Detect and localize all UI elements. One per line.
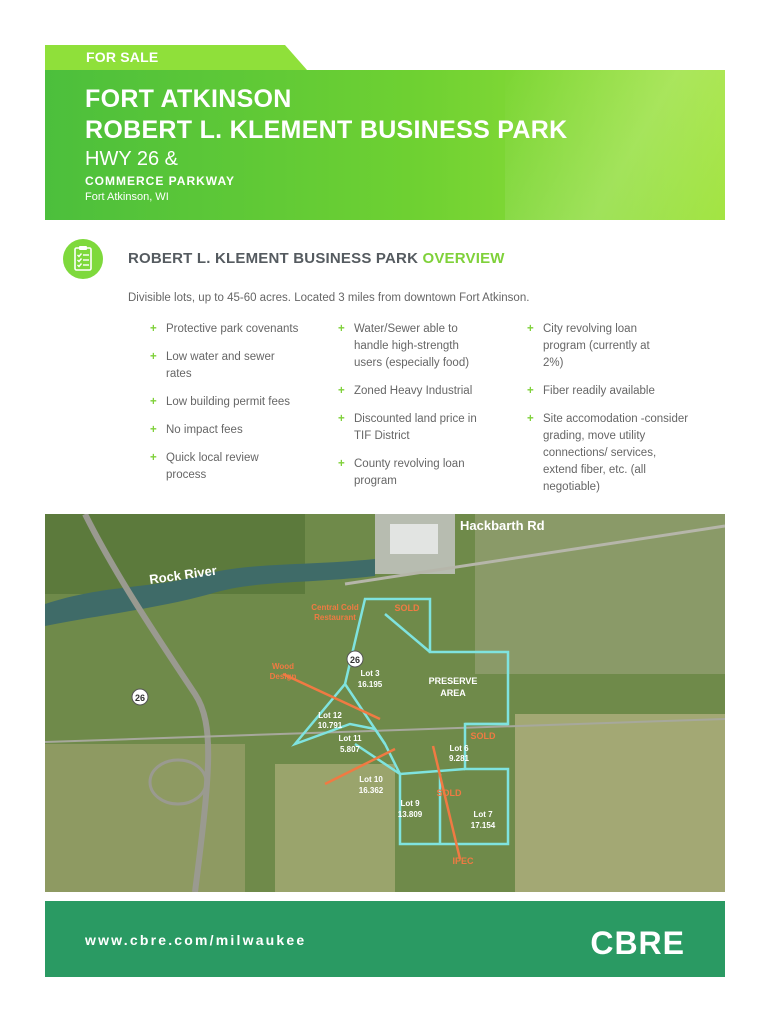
lot6-name: Lot 6 <box>449 744 469 753</box>
list-item: +Low water and sewer rates <box>150 351 275 380</box>
for-sale-label: FOR SALE <box>86 49 159 65</box>
wood-label: Wood <box>272 662 294 671</box>
plus-icon: + <box>150 424 157 436</box>
list-item: +Fiber readily available <box>527 383 687 400</box>
central-cold-label: Central Cold <box>311 603 359 612</box>
hwy-26-shield-marker <box>346 650 364 668</box>
lot-divider <box>343 683 387 745</box>
overview-title-accent: OVERVIEW <box>422 250 505 267</box>
pointer-arrows <box>282 672 462 860</box>
plus-icon: + <box>338 458 345 470</box>
lot11-name: Lot 11 <box>338 734 362 743</box>
features-column-3: +City revolving loan program (currently … <box>527 321 688 496</box>
lot7-acres: 17.154 <box>471 821 496 830</box>
features-column-2: +Water/Sewer able to handle high-strengt… <box>338 321 498 490</box>
sold-label-b: SOLD <box>470 731 496 741</box>
footer-bar: www.cbre.com/milwaukee CBRE <box>45 901 725 977</box>
for-sale-banner: FOR SALE <box>45 45 307 70</box>
farm-field <box>515 714 725 892</box>
checklist-icon <box>63 239 103 279</box>
overview-title: ROBERT L. KLEMENT BUSINESS PARK OVERVIEW <box>128 250 505 267</box>
hackbarth-rd-label: Hackbarth Rd <box>460 518 545 533</box>
list-item: +Quick local review process <box>150 452 259 481</box>
list-item: +County revolving loan program <box>338 458 465 487</box>
plus-icon: + <box>338 413 345 425</box>
subtitle-commerce-parkway: COMMERCE PARKWAY <box>85 174 236 188</box>
lot10-name: Lot 10 <box>359 775 383 784</box>
list-item: +Discounted land price in TIF District <box>338 413 477 442</box>
arrow-ipec <box>431 745 462 860</box>
location-text: Fort Atkinson, WI <box>85 191 169 203</box>
plus-icon: + <box>338 323 345 335</box>
lot12-acres: 10.791 <box>318 721 343 730</box>
overview-title-main: ROBERT L. KLEMENT BUSINESS PARK <box>128 250 423 267</box>
highway-26-road <box>82 514 212 892</box>
lot9-acres: 13.809 <box>398 810 423 819</box>
hackbarth-road <box>344 524 725 586</box>
plus-icon: + <box>150 351 157 363</box>
parcel-boundary <box>291 597 510 846</box>
features-column-1: +Protective park covenants +Low water an… <box>150 321 320 484</box>
plus-icon: + <box>150 452 157 464</box>
arrow-restaurant <box>324 747 396 786</box>
subtitle-highway: HWY 26 & <box>85 148 178 170</box>
cbre-logo: CBRE <box>590 925 685 961</box>
ipec-label: IPEC <box>452 856 474 866</box>
plus-icon: + <box>527 323 534 335</box>
list-item: +Site accomodation -consider grading, mo… <box>527 413 689 493</box>
lot7-name: Lot 7 <box>473 810 493 819</box>
rock-river <box>45 559 375 626</box>
list-item: +Water/Sewer able to handle high-strengt… <box>338 323 470 369</box>
hero-header: FORT ATKINSON ROBERT L. KLEMENT BUSINESS… <box>45 70 725 220</box>
lot3-name: Lot 3 <box>360 669 380 678</box>
warehouse-roof <box>390 524 438 554</box>
list-item: +City revolving loan program (currently … <box>527 323 650 369</box>
area-label: AREA <box>440 688 466 698</box>
plus-icon: + <box>150 396 157 408</box>
list-item: +Low building permit fees <box>150 394 320 411</box>
residential-area <box>475 514 725 674</box>
hwy-shield-label-a: 26 <box>350 655 360 665</box>
website-link[interactable]: www.cbre.com/milwaukee <box>85 932 307 948</box>
site-aerial-map: 26 26 Hackbarth Rd Rock River Central Co… <box>45 514 725 892</box>
plus-icon: + <box>150 323 157 335</box>
farm-field-south <box>275 764 395 892</box>
parcel-outlines <box>291 597 510 846</box>
hwy-26-shield-marker <box>131 688 149 706</box>
preserve-label: PRESERVE <box>429 676 478 686</box>
sold-label-c: SOLD <box>436 788 462 798</box>
hero-shine <box>505 70 725 220</box>
lot-divider <box>384 613 431 653</box>
banner-shape <box>45 45 307 70</box>
design-label: Design <box>270 672 297 681</box>
title-line-2: ROBERT L. KLEMENT BUSINESS PARK <box>85 116 568 144</box>
list-item: +Protective park covenants <box>150 321 320 338</box>
lot3-acres: 16.195 <box>358 680 383 689</box>
plus-icon: + <box>527 385 534 397</box>
overview-intro: Divisible lots, up to 45-60 acres. Locat… <box>128 292 530 304</box>
plus-icon: + <box>527 413 534 425</box>
plus-icon: + <box>338 385 345 397</box>
restaurant-label: Restaurant <box>314 613 356 622</box>
list-item: +Zoned Heavy Industrial <box>338 383 498 400</box>
sold-label-a: SOLD <box>394 603 420 613</box>
list-item: +No impact fees <box>150 422 320 439</box>
farm-field-west <box>45 744 245 892</box>
interchange-loop <box>148 758 208 806</box>
hwy-shield-label-b: 26 <box>135 693 145 703</box>
road-east-west <box>45 718 725 743</box>
lot9-name: Lot 9 <box>400 799 420 808</box>
lot10-acres: 16.362 <box>359 786 384 795</box>
arrow-wood-design <box>282 672 381 721</box>
lot11-acres: 5.807 <box>340 745 361 754</box>
title-line-1: FORT ATKINSON <box>85 85 292 113</box>
lot-divider <box>354 742 466 776</box>
lot6-acres: 9.281 <box>449 754 470 763</box>
lot12-name: Lot 12 <box>318 711 342 720</box>
